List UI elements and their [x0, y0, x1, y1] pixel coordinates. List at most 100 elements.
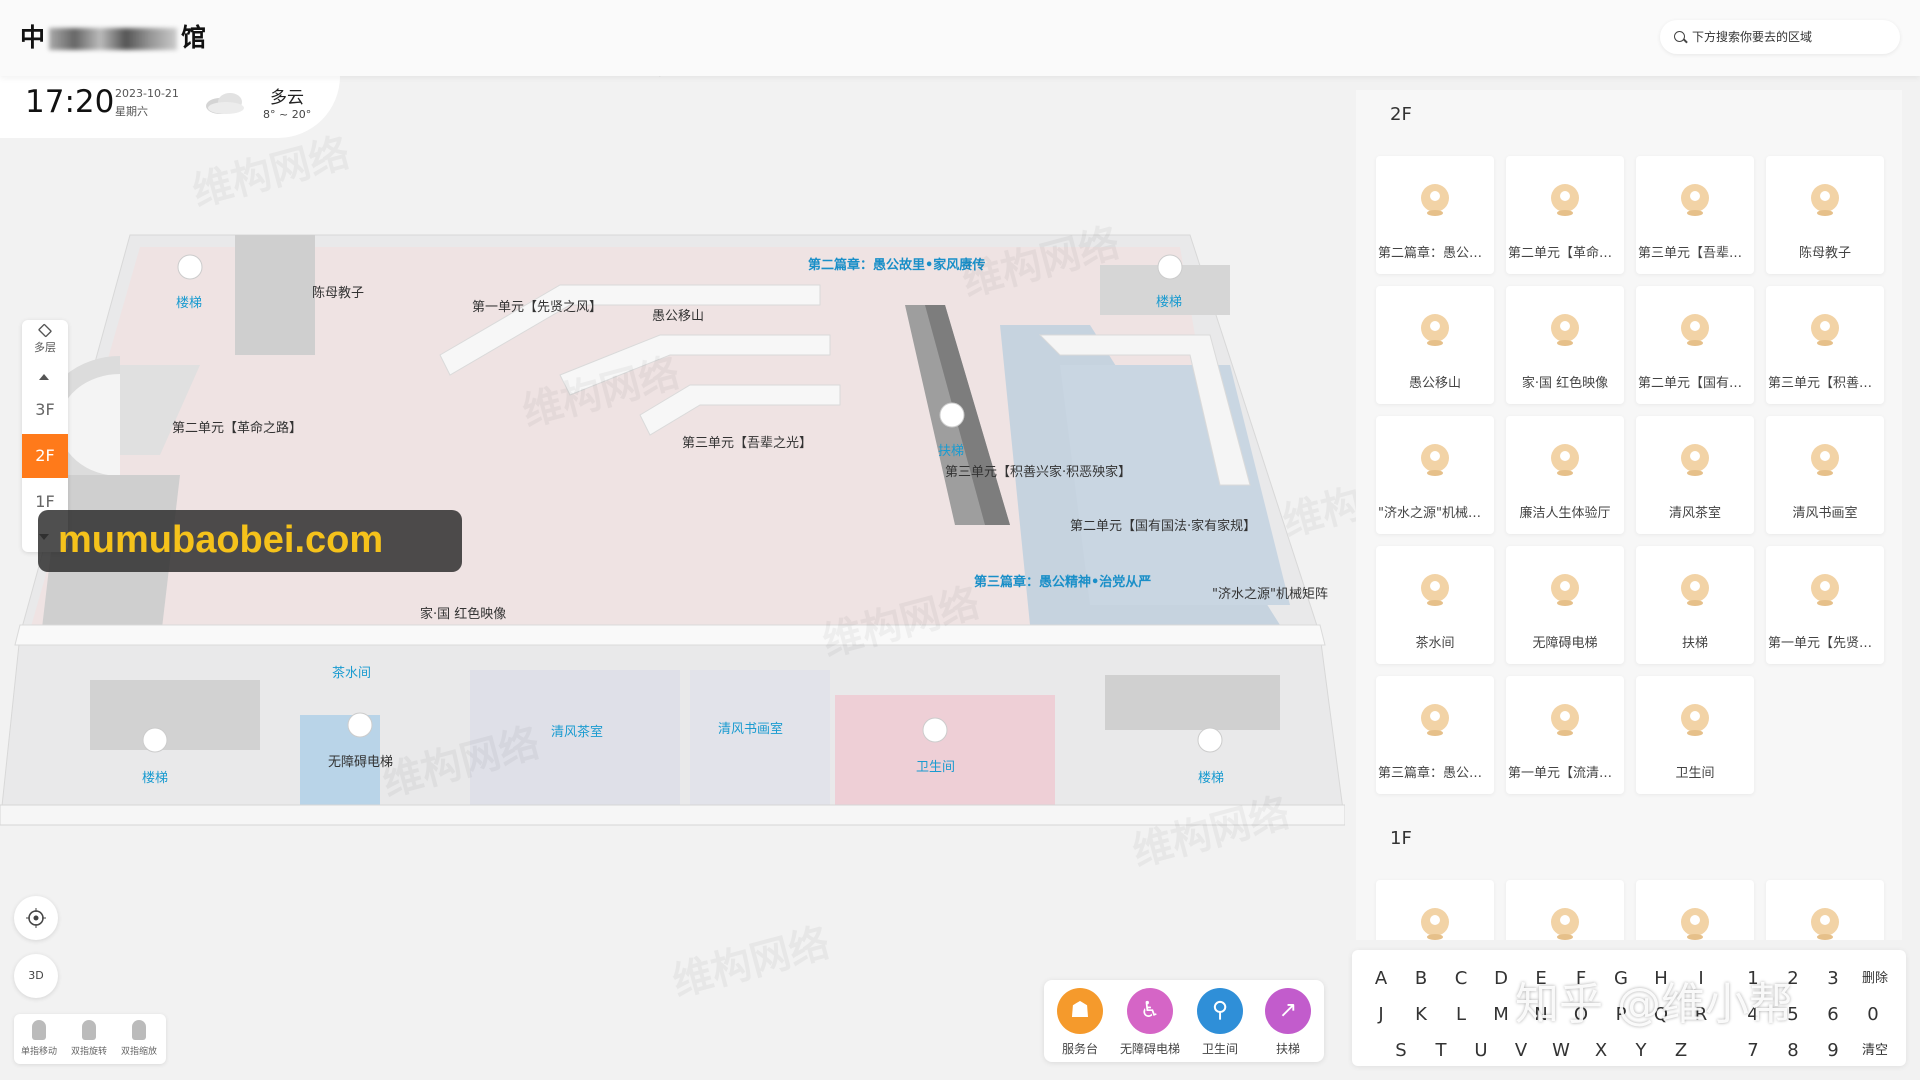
- area-card-label: "济水之源"机械矩阵: [1378, 506, 1494, 521]
- map-label-stairs-bottom-left[interactable]: 楼梯: [142, 771, 169, 786]
- key-d[interactable]: D: [1494, 968, 1508, 989]
- map-label-chapter2[interactable]: 第二篇章：愚公故里•家风赓传: [808, 258, 986, 273]
- key-h[interactable]: H: [1654, 968, 1668, 989]
- key-t[interactable]: T: [1435, 1040, 1447, 1061]
- map-label-stairs-bottom-right[interactable]: 楼梯: [1198, 771, 1225, 786]
- floor-3f[interactable]: 3F: [35, 400, 55, 419]
- legend-escalator[interactable]: ↗扶梯: [1252, 988, 1324, 1057]
- area-card[interactable]: 第二单元【革命之路】: [1506, 156, 1624, 274]
- area-card[interactable]: [1766, 880, 1884, 940]
- area-card[interactable]: 第二单元【国有国法·家有家规】: [1636, 286, 1754, 404]
- key-o[interactable]: O: [1573, 1004, 1589, 1025]
- key-action[interactable]: 清空: [1861, 1043, 1888, 1058]
- key-c[interactable]: C: [1454, 968, 1468, 989]
- area-card[interactable]: 第三单元【吾辈之光】: [1636, 156, 1754, 274]
- area-card[interactable]: 卫生间: [1636, 676, 1754, 794]
- key-m[interactable]: M: [1493, 1004, 1509, 1025]
- area-card[interactable]: 第三篇章：愚公精神•治党从严: [1376, 676, 1494, 794]
- key-2[interactable]: 2: [1787, 968, 1799, 989]
- location-pin-icon: [1421, 704, 1449, 736]
- map-label-toilet[interactable]: 卫生间: [916, 760, 956, 775]
- map-label-unit3-goodness[interactable]: 第三单元【积善兴家·积恶殃家】: [945, 465, 1132, 480]
- key-w[interactable]: W: [1552, 1040, 1570, 1061]
- key-p[interactable]: P: [1615, 1004, 1627, 1025]
- key-1[interactable]: 1: [1747, 968, 1759, 989]
- area-card[interactable]: 第二篇章：愚公故里•家风赓传: [1376, 156, 1494, 274]
- legend-accessible-elevator[interactable]: ♿无障碍电梯: [1114, 988, 1186, 1057]
- area-card[interactable]: 茶水间: [1376, 546, 1494, 664]
- area-card[interactable]: 廉洁人生体验厅: [1506, 416, 1624, 534]
- map-label-accessible-elevator[interactable]: 无障碍电梯: [328, 755, 394, 770]
- key-v[interactable]: V: [1514, 1040, 1528, 1061]
- key-z[interactable]: Z: [1674, 1040, 1688, 1061]
- key-k[interactable]: K: [1415, 1004, 1427, 1025]
- key-e[interactable]: E: [1535, 968, 1547, 989]
- area-card[interactable]: [1506, 880, 1624, 940]
- area-card[interactable]: 第一单元【先贤之风】: [1766, 546, 1884, 664]
- area-card[interactable]: 第一单元【流清源洁】: [1506, 676, 1624, 794]
- area-card[interactable]: 清风茶室: [1636, 416, 1754, 534]
- area-card-label: 第二篇章：愚公故里•家风赓传: [1378, 246, 1494, 261]
- map-label-unit2-law[interactable]: 第二单元【国有国法·家有家规】: [1070, 519, 1257, 534]
- key-0[interactable]: 0: [1867, 1004, 1879, 1025]
- area-card[interactable]: [1376, 880, 1494, 940]
- map-label-escalator[interactable]: 扶梯: [938, 444, 965, 459]
- key-action[interactable]: 删除: [1861, 971, 1888, 986]
- map-label-jishui[interactable]: "济水之源"机械矩阵: [1212, 587, 1328, 602]
- area-card[interactable]: 愚公移山: [1376, 286, 1494, 404]
- view-3d-button[interactable]: 3D: [14, 954, 58, 998]
- floor-2f[interactable]: 2F: [22, 434, 68, 478]
- search-input[interactable]: 下方搜索你要去的区域: [1660, 20, 1900, 54]
- area-card[interactable]: 家·国 红色映像: [1506, 286, 1624, 404]
- map-label-stairs-left[interactable]: 楼梯: [176, 296, 203, 311]
- area-card[interactable]: 第三单元【积善兴家·积恶殃家】: [1766, 286, 1884, 404]
- map-label-stairs-right[interactable]: 楼梯: [1156, 295, 1183, 310]
- legend-toilet[interactable]: ⚲卫生间: [1184, 988, 1256, 1057]
- map-label-chenmu[interactable]: 陈母教子: [312, 286, 365, 301]
- key-9[interactable]: 9: [1827, 1040, 1839, 1061]
- key-s[interactable]: S: [1395, 1040, 1407, 1061]
- key-r[interactable]: R: [1694, 1004, 1708, 1025]
- map-label-tearoom[interactable]: 茶水间: [332, 666, 372, 681]
- key-y[interactable]: Y: [1635, 1040, 1647, 1061]
- area-card[interactable]: 陈母教子: [1766, 156, 1884, 274]
- key-i[interactable]: I: [1698, 968, 1704, 989]
- area-card[interactable]: 无障碍电梯: [1506, 546, 1624, 664]
- map-label-yugong[interactable]: 愚公移山: [652, 309, 705, 324]
- key-3[interactable]: 3: [1827, 968, 1839, 989]
- key-x[interactable]: X: [1594, 1040, 1608, 1061]
- floor-map[interactable]: [0, 225, 1345, 845]
- key-u[interactable]: U: [1474, 1040, 1488, 1061]
- area-card[interactable]: 清风书画室: [1766, 416, 1884, 534]
- floor-up-icon[interactable]: [39, 374, 49, 380]
- key-7[interactable]: 7: [1747, 1040, 1759, 1061]
- key-l[interactable]: L: [1455, 1004, 1467, 1025]
- key-q[interactable]: Q: [1653, 1004, 1669, 1025]
- floor-1f[interactable]: 1F: [35, 492, 55, 511]
- key-b[interactable]: B: [1414, 968, 1428, 989]
- area-card[interactable]: 扶梯: [1636, 546, 1754, 664]
- key-8[interactable]: 8: [1787, 1040, 1799, 1061]
- map-label-qingfeng-art[interactable]: 清风书画室: [718, 722, 784, 737]
- area-card[interactable]: [1636, 880, 1754, 940]
- map-label-unit1-pioneer[interactable]: 第一单元【先贤之风】: [472, 300, 603, 315]
- locate-button[interactable]: [14, 896, 58, 940]
- key-j[interactable]: J: [1378, 1004, 1384, 1025]
- multi-layer-button[interactable]: 多层: [22, 323, 68, 355]
- key-f[interactable]: F: [1575, 968, 1587, 989]
- key-n[interactable]: N: [1534, 1004, 1548, 1025]
- map-label-unit3-light[interactable]: 第三单元【吾辈之光】: [682, 436, 813, 451]
- map-label-qingfeng-tea[interactable]: 清风茶室: [551, 725, 604, 740]
- area-card[interactable]: "济水之源"机械矩阵: [1376, 416, 1494, 534]
- area-card-label: 扶梯: [1681, 636, 1708, 651]
- map-label-family-image[interactable]: 家·国 红色映像: [420, 607, 507, 622]
- map-label-chapter3[interactable]: 第三篇章：愚公精神•治党从严: [974, 575, 1152, 590]
- key-4[interactable]: 4: [1747, 1004, 1759, 1025]
- key-6[interactable]: 6: [1827, 1004, 1839, 1025]
- key-5[interactable]: 5: [1787, 1004, 1799, 1025]
- map-label-unit2-revolution[interactable]: 第二单元【革命之路】: [172, 421, 303, 436]
- legend-service-desk[interactable]: ☗服务台: [1044, 988, 1116, 1057]
- facility-legend: ☗服务台 ♿无障碍电梯 ⚲卫生间 ↗扶梯: [1044, 980, 1324, 1062]
- key-a[interactable]: A: [1374, 968, 1388, 989]
- key-g[interactable]: G: [1614, 968, 1628, 989]
